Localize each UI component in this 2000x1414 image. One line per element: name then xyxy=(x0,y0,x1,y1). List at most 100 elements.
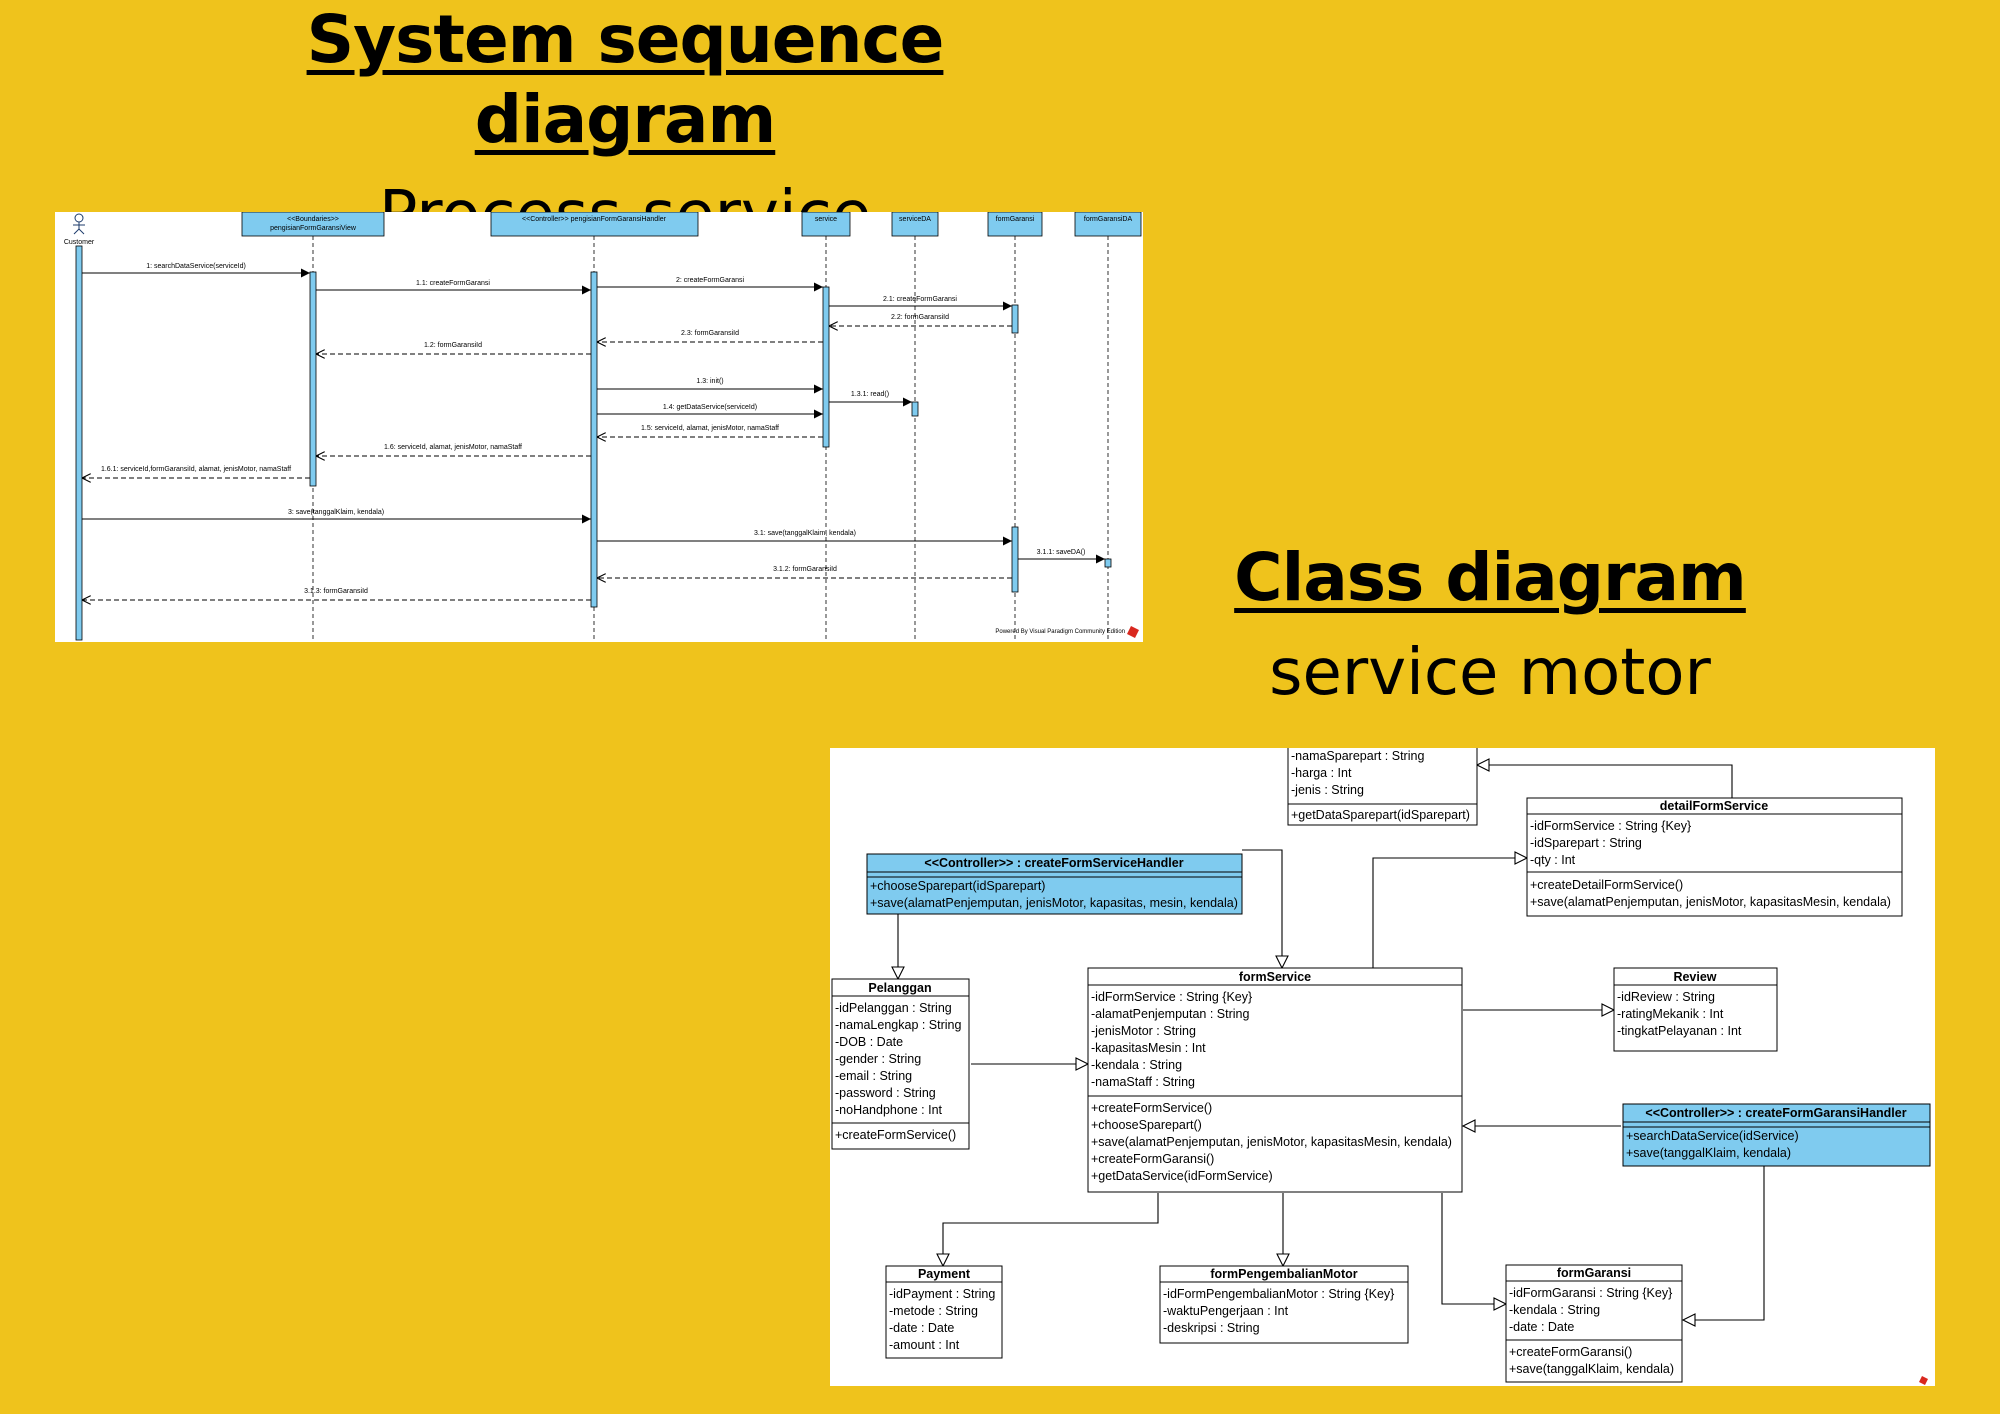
class-attribute: -idFormGaransi : String {Key} xyxy=(1509,1286,1672,1300)
class-createformservicehandler: <<Controller>> : createFormServiceHandle… xyxy=(866,853,1243,915)
class-method: +createFormService() xyxy=(835,1128,956,1142)
sequence-diagram-panel: Customer <<Boundaries>> pengisianFormGar… xyxy=(55,211,1143,642)
visual-paradigm-logo-icon xyxy=(1127,626,1139,638)
class-method: +getDataSparepart(idSparepart) xyxy=(1291,808,1470,822)
class-name: Payment xyxy=(918,1267,971,1281)
class-attribute: -alamatPenjemputan : String xyxy=(1091,1007,1249,1021)
lifeline-lines xyxy=(312,236,1109,642)
class-method: +save(alamatPenjemputan, jenisMotor, kap… xyxy=(1091,1135,1452,1149)
message-label: 3.1.2: formGaransiId xyxy=(773,566,837,573)
class-attribute: -namaStaff : String xyxy=(1091,1075,1195,1089)
svg-text:service: service xyxy=(815,216,837,223)
class-method: +searchDataService(idService) xyxy=(1626,1129,1799,1143)
class-attribute: -idFormService : String {Key} xyxy=(1091,990,1252,1004)
lifeline-head-view: <<Boundaries>> pengisianFormGaransiView xyxy=(241,211,385,237)
class-method: +save(alamatPenjemputan, jenisMotor, kap… xyxy=(1530,895,1891,909)
class-attribute: -idPelanggan : String xyxy=(835,1001,952,1015)
message-label: 3: save(tanggalKlaim, kendala) xyxy=(288,509,384,516)
svg-text:<<Boundaries>>: <<Boundaries>> xyxy=(287,216,339,223)
message-label: 2.3: formGaransiId xyxy=(681,330,739,337)
class-name: detailFormService xyxy=(1660,799,1768,813)
class-method: +save(tanggalKlaim, kendala) xyxy=(1626,1146,1791,1160)
message-label: 2.1: createFormGaransi xyxy=(883,296,957,303)
class-name: formGaransi xyxy=(1557,1266,1631,1280)
class-attribute: -idFormService : String {Key} xyxy=(1530,819,1691,833)
class-subtitle: service motor xyxy=(1269,636,1711,710)
class-formpengembalianmotor: formPengembalianMotor -idFormPengembalia… xyxy=(1159,1265,1409,1344)
class-name: Pelanggan xyxy=(868,981,931,995)
class-attribute: -date : Date xyxy=(1509,1320,1574,1334)
class-pelanggan: Pelanggan -idPelanggan : String -namaLen… xyxy=(831,978,970,1150)
message-label: 3.1.3: formGaransiId xyxy=(304,588,368,595)
class-method: +chooseSparepart(idSparepart) xyxy=(870,879,1045,893)
sequence-title: System sequence diagram xyxy=(306,1,945,158)
message-label: 1.5: serviceId, alamat, jenisMotor, nama… xyxy=(641,425,779,432)
class-name: formPengembalianMotor xyxy=(1210,1267,1357,1281)
class-formservice: formService -idFormService : String {Key… xyxy=(1087,967,1463,1193)
class-method: +createDetailFormService() xyxy=(1530,878,1683,892)
class-attribute: -idPayment : String xyxy=(889,1287,995,1301)
class-attribute: -DOB : Date xyxy=(835,1035,903,1049)
class-heading: Class diagram service motor xyxy=(1200,538,1780,718)
class-attribute: -idFormPengembalianMotor : String {Key} xyxy=(1163,1287,1394,1301)
class-attribute: -kapasitasMesin : Int xyxy=(1091,1041,1206,1055)
lifeline-head-formgaransida: formGaransiDA xyxy=(1074,211,1142,237)
actor-label: Customer xyxy=(64,239,95,246)
class-attribute: -noHandphone : Int xyxy=(835,1103,943,1117)
class-title: Class diagram xyxy=(1234,539,1747,616)
class-name: <<Controller>> : createFormServiceHandle… xyxy=(924,856,1183,870)
class-detailformservice: detailFormService -idFormService : Strin… xyxy=(1526,797,1903,917)
class-attribute: -jenis : String xyxy=(1291,783,1364,797)
class-method: +save(tanggalKlaim, kendala) xyxy=(1509,1362,1674,1376)
message-label: 1.1: createFormGaransi xyxy=(416,280,490,287)
message-label: 3.1: save(tanggalKlaim, kendala) xyxy=(754,530,856,537)
class-attribute: -namaLengkap : String xyxy=(835,1018,962,1032)
class-method: +createFormGaransi() xyxy=(1091,1152,1214,1166)
class-createformgaransihandler: <<Controller>> : createFormGaransiHandle… xyxy=(1622,1103,1931,1167)
class-attribute: -ratingMekanik : Int xyxy=(1617,1007,1724,1021)
class-method: +save(alamatPenjemputan, jenisMotor, kap… xyxy=(870,896,1238,910)
class-attribute: -email : String xyxy=(835,1069,912,1083)
message-label: 3.1.1: saveDA() xyxy=(1037,549,1086,556)
class-sparepart: -namaSparepart : String -harga : Int -je… xyxy=(1287,745,1478,826)
class-method: +createFormService() xyxy=(1091,1101,1212,1115)
svg-text:pengisianFormGaransiView: pengisianFormGaransiView xyxy=(270,225,357,232)
message-label: 1.2: formGaransiId xyxy=(424,342,482,349)
message-label: 1: searchDataService(serviceId) xyxy=(146,263,246,270)
message-label: 2: createFormGaransi xyxy=(676,277,745,284)
class-attribute: -qty : Int xyxy=(1530,853,1576,867)
message-label: 1.6: serviceId, alamat, jenisMotor, nama… xyxy=(384,444,522,451)
class-attribute: -waktuPengerjaan : Int xyxy=(1163,1304,1289,1318)
svg-text:serviceDA: serviceDA xyxy=(899,216,931,223)
class-review: Review -idReview : String -ratingMekanik… xyxy=(1613,967,1778,1052)
class-attribute: -jenisMotor : String xyxy=(1091,1024,1196,1038)
class-attribute: -kendala : String xyxy=(1091,1058,1182,1072)
class-attribute: -password : String xyxy=(835,1086,936,1100)
class-method: +chooseSparepart() xyxy=(1091,1118,1202,1132)
class-method: +getDataService(idFormService) xyxy=(1091,1169,1273,1183)
class-diagram-panel: -namaSparepart : String -harga : Int -je… xyxy=(830,745,1935,1386)
class-attribute: -date : Date xyxy=(889,1321,954,1335)
message-label: 1.3.1: read() xyxy=(851,391,889,398)
message-label: 1.6.1: serviceId,formGaransiId, alamat, … xyxy=(101,466,291,473)
message-labels: 1: searchDataService(serviceId) 1.1: cre… xyxy=(101,263,1085,595)
lifeline-head-handler: <<Controller>> pengisianFormGaransiHandl… xyxy=(490,211,699,237)
class-attribute: -gender : String xyxy=(835,1052,921,1066)
class-attribute: -idReview : String xyxy=(1617,990,1715,1004)
activation-bars xyxy=(75,245,1112,641)
class-name: formService xyxy=(1239,970,1311,984)
lifeline-head-serviceda: serviceDA xyxy=(891,211,939,237)
svg-text:<<Controller>> pengisianFormGa: <<Controller>> pengisianFormGaransiHandl… xyxy=(522,216,667,223)
message-label: 2.2: formGaransiId xyxy=(891,314,949,321)
svg-text:formGaransiDA: formGaransiDA xyxy=(1084,216,1133,223)
class-name: Review xyxy=(1673,970,1716,984)
visual-paradigm-logo-icon xyxy=(1919,1376,1928,1385)
class-attribute: -kendala : String xyxy=(1509,1303,1600,1317)
class-name: <<Controller>> : createFormGaransiHandle… xyxy=(1645,1106,1906,1120)
lifeline-head-formgaransi: formGaransi xyxy=(987,211,1043,237)
class-attribute: -idSparepart : String xyxy=(1530,836,1642,850)
class-method: +createFormGaransi() xyxy=(1509,1345,1632,1359)
class-attribute: -namaSparepart : String xyxy=(1291,749,1424,763)
class-attribute: -harga : Int xyxy=(1291,766,1352,780)
powered-by-footer: Powered By Visual Paradigm Community Edi… xyxy=(995,629,1125,635)
